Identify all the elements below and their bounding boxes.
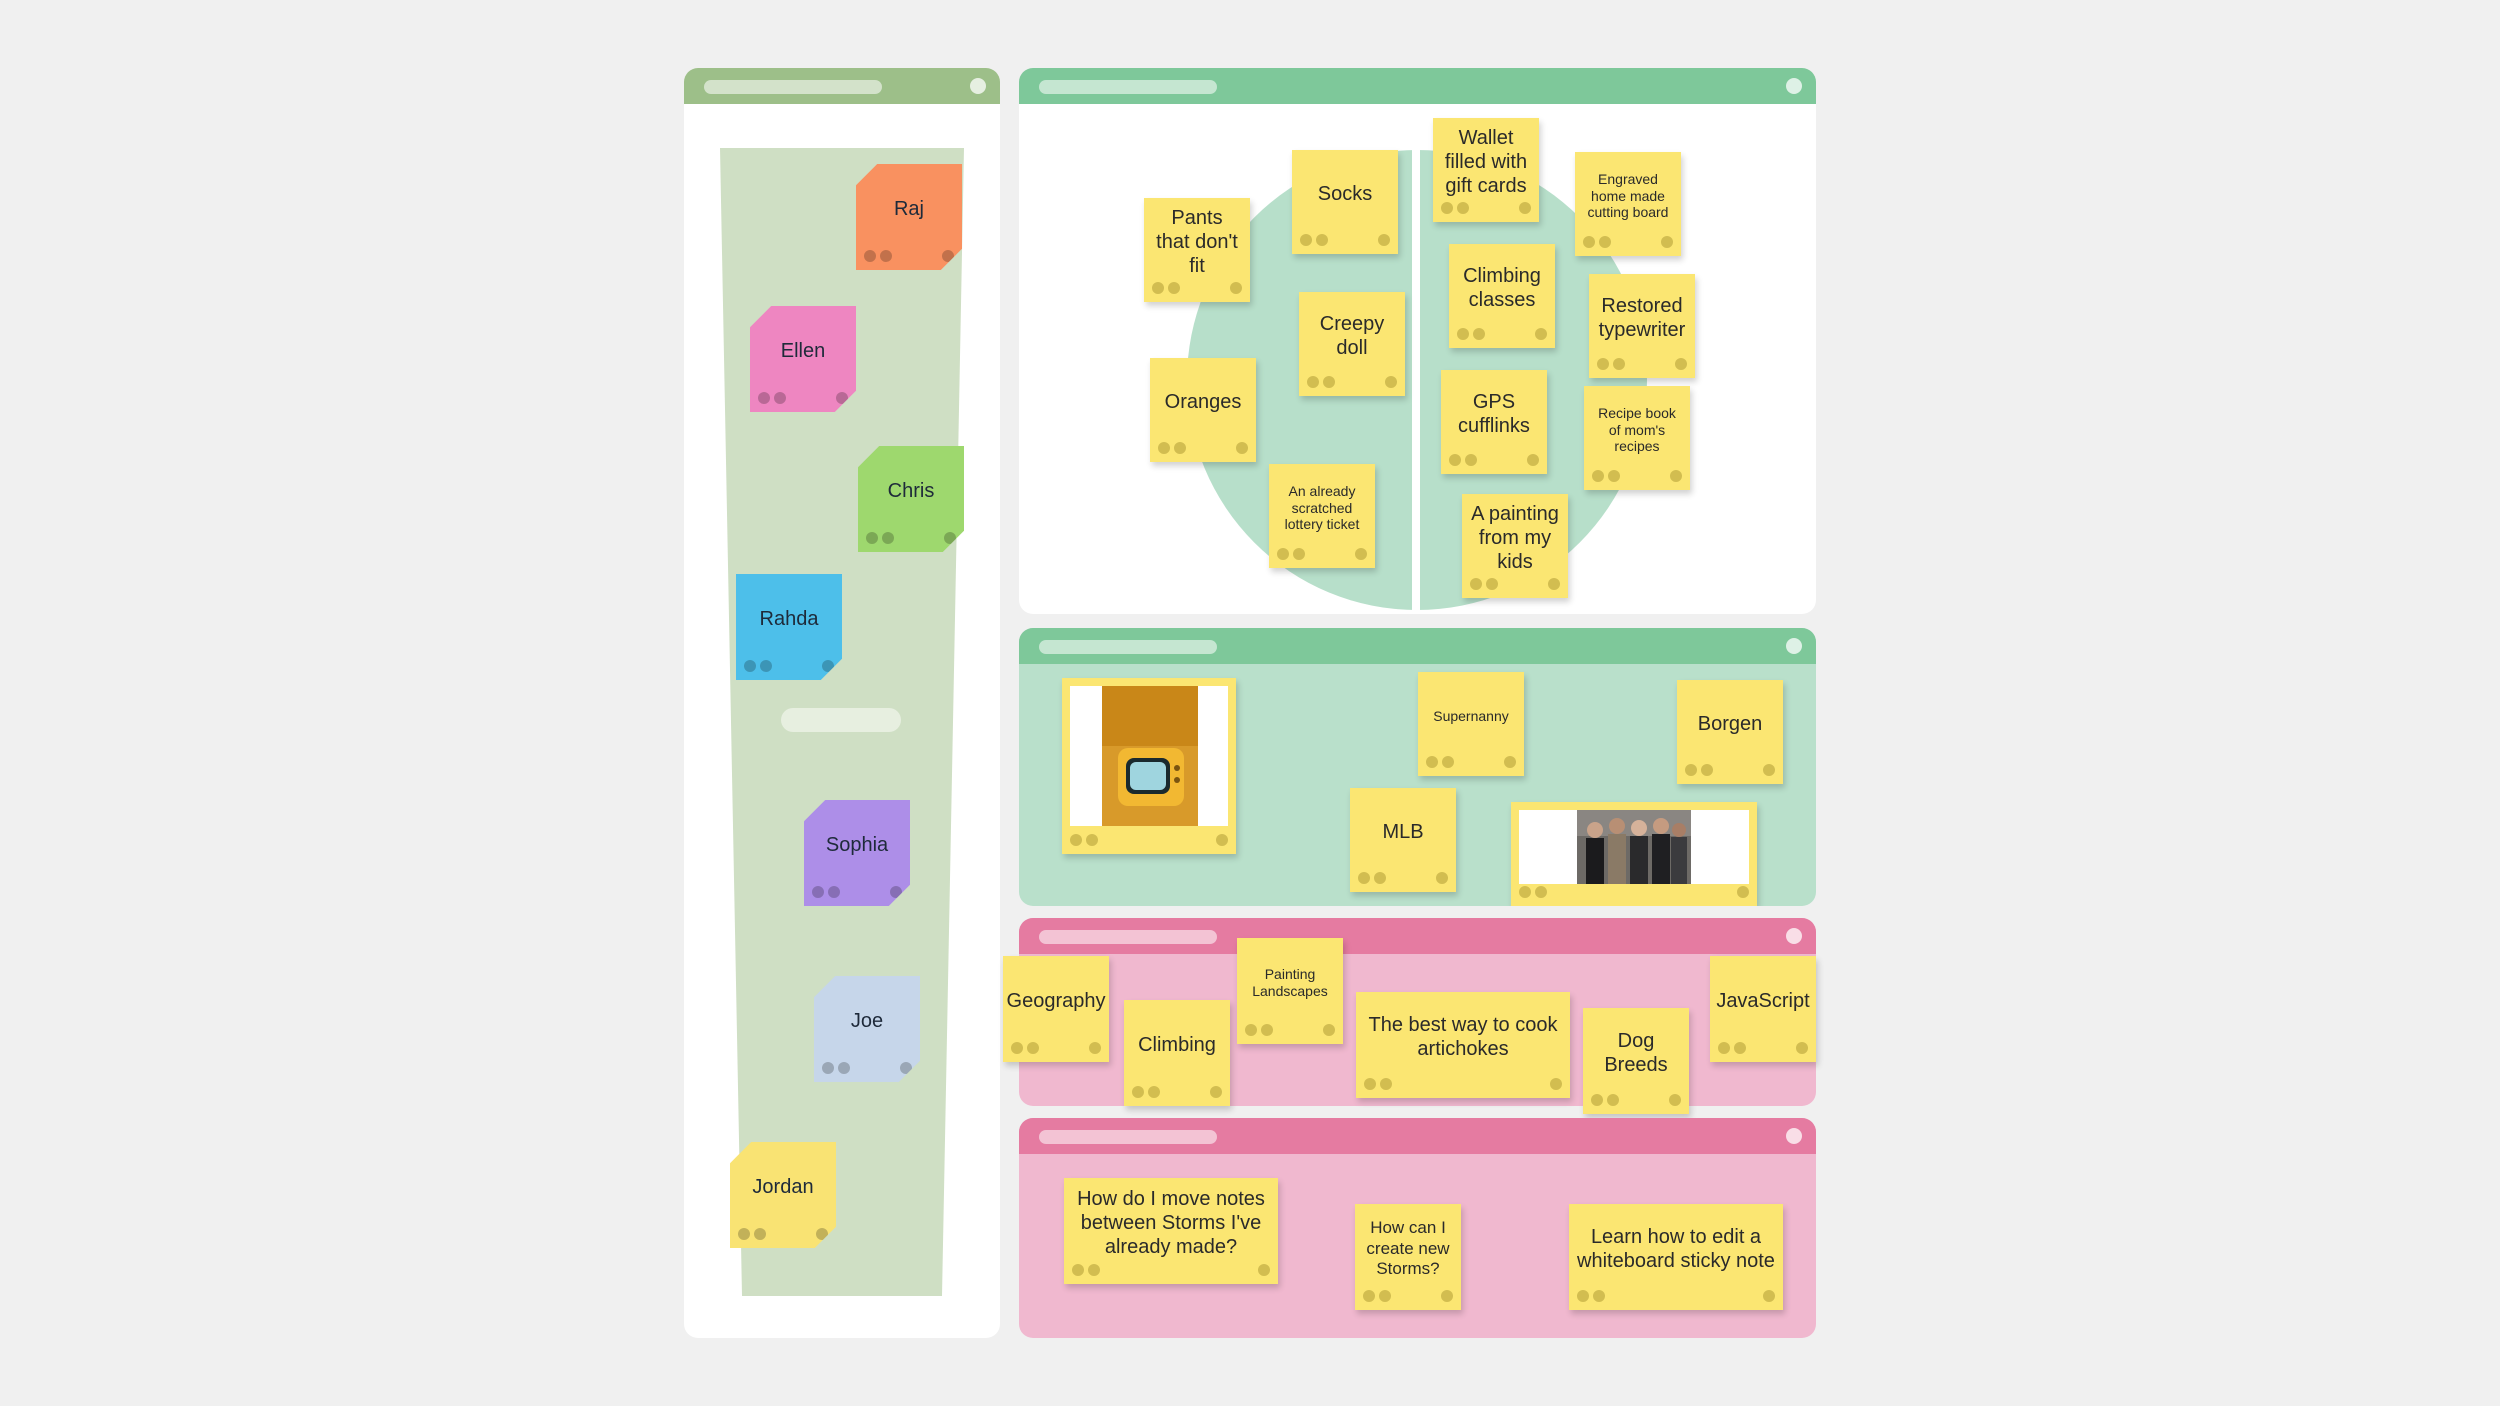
person-name: Ellen [780, 339, 826, 362]
panel-menu-icon[interactable] [1786, 638, 1802, 654]
show-note[interactable]: Supernanny [1418, 672, 1524, 776]
people-panel: Raj Ellen Chris Rahda Sophia Joe Jordan [684, 68, 1000, 1338]
note-dots [1277, 548, 1367, 560]
hobbies-panel-header[interactable] [1019, 918, 1816, 954]
person-note-joe[interactable]: Joe [814, 976, 920, 1082]
note-dots [1449, 454, 1539, 466]
panel-title-placeholder [704, 80, 882, 94]
note-dots [758, 392, 848, 404]
shows-panel: Supernanny Borgen MLB [1019, 628, 1816, 906]
note-dots [864, 250, 954, 262]
gift-note[interactable]: Recipe book of mom's recipes [1584, 386, 1690, 490]
hobby-note[interactable]: Dog Breeds [1583, 1008, 1689, 1114]
shows-panel-header[interactable] [1019, 628, 1816, 664]
note-dots [1685, 764, 1775, 776]
person-note-jordan[interactable]: Jordan [730, 1142, 836, 1248]
person-note-sophia[interactable]: Sophia [804, 800, 910, 906]
person-name: Raj [893, 197, 924, 220]
image-frame [1070, 686, 1228, 826]
note-dots [1597, 358, 1687, 370]
note-dots [1591, 1094, 1681, 1106]
gift-note[interactable]: Socks [1292, 150, 1398, 254]
panel-title-placeholder [1039, 1130, 1217, 1144]
note-dots [1070, 834, 1228, 846]
person-name: Joe [850, 1009, 884, 1032]
questions-panel: How do I move notes between Storms I've … [1019, 1118, 1816, 1338]
note-dots [1072, 1264, 1270, 1276]
question-note[interactable]: How do I move notes between Storms I've … [1064, 1178, 1278, 1284]
image-frame [1519, 810, 1749, 884]
note-dots [1152, 282, 1242, 294]
note-dots [1132, 1086, 1222, 1098]
note-dots [1358, 872, 1448, 884]
hobby-note[interactable]: Painting Landscapes [1237, 938, 1343, 1044]
note-dots [1158, 442, 1248, 454]
note-dots [1364, 1078, 1562, 1090]
gifts-circle [1187, 128, 1647, 614]
person-name: Jordan [752, 1175, 814, 1198]
note-dots [866, 532, 956, 544]
person-note-raj[interactable]: Raj [856, 164, 962, 270]
hobby-note[interactable]: The best way to cook artichokes [1356, 992, 1570, 1098]
person-name: Rahda [759, 607, 819, 630]
gift-note[interactable]: Climbing classes [1449, 244, 1555, 348]
note-dots [1300, 234, 1390, 246]
hobby-note[interactable]: Climbing [1124, 1000, 1230, 1106]
image-note-group-photo[interactable] [1511, 802, 1757, 906]
person-note-ellen[interactable]: Ellen [750, 306, 856, 412]
question-note[interactable]: How can I create new Storms? [1355, 1204, 1461, 1310]
panel-menu-icon[interactable] [970, 78, 986, 94]
gift-note[interactable]: Creepy doll [1299, 292, 1405, 396]
gift-note[interactable]: Restored typewriter [1589, 274, 1695, 378]
gift-note[interactable]: Pants that don't fit [1144, 198, 1250, 302]
note-dots [1583, 236, 1673, 248]
gift-note[interactable]: An already scratched lottery ticket [1269, 464, 1375, 568]
gifts-panel: Pants that don't fit Socks Creepy doll O… [1019, 68, 1816, 614]
note-dots [822, 1062, 912, 1074]
person-name: Chris [887, 479, 935, 502]
note-dots [1457, 328, 1547, 340]
note-dots [1577, 1290, 1775, 1302]
person-note-rahda[interactable]: Rahda [736, 574, 842, 680]
panel-menu-icon[interactable] [1786, 928, 1802, 944]
note-dots [812, 886, 902, 898]
gift-note[interactable]: Oranges [1150, 358, 1256, 462]
gift-note[interactable]: GPS cufflinks [1441, 370, 1547, 474]
hobby-note[interactable]: JavaScript [1710, 956, 1816, 1062]
note-dots [1441, 202, 1531, 214]
note-dots [1011, 1042, 1101, 1054]
people-panel-header[interactable] [684, 68, 1000, 104]
show-note[interactable]: MLB [1350, 788, 1456, 892]
note-dots [1718, 1042, 1808, 1054]
people-lane [720, 148, 964, 1296]
note-dots [744, 660, 834, 672]
tv-image [1070, 686, 1228, 826]
note-dots [738, 1228, 828, 1240]
question-note[interactable]: Learn how to edit a whiteboard sticky no… [1569, 1204, 1783, 1310]
show-note[interactable]: Borgen [1677, 680, 1783, 784]
gifts-panel-header[interactable] [1019, 68, 1816, 104]
note-dots [1426, 756, 1516, 768]
note-dots [1470, 578, 1560, 590]
panel-title-placeholder [1039, 930, 1217, 944]
note-dots [1519, 886, 1749, 898]
questions-panel-header[interactable] [1019, 1118, 1816, 1154]
gift-note[interactable]: Engraved home made cutting board [1575, 152, 1681, 256]
panel-title-placeholder [1039, 80, 1217, 94]
panel-title-placeholder [1039, 640, 1217, 654]
panel-menu-icon[interactable] [1786, 78, 1802, 94]
note-dots [1363, 1290, 1453, 1302]
hobby-note[interactable]: Geography [1003, 956, 1109, 1062]
gift-note[interactable]: Wallet filled with gift cards [1433, 118, 1539, 222]
gift-note[interactable]: A painting from my kids [1462, 494, 1568, 598]
person-note-chris[interactable]: Chris [858, 446, 964, 552]
note-dots [1245, 1024, 1335, 1036]
note-dots [1307, 376, 1397, 388]
person-name: Sophia [825, 833, 889, 856]
group-photo [1519, 810, 1749, 884]
lane-divider-placeholder [781, 708, 901, 732]
note-dots [1592, 470, 1682, 482]
image-note-tv[interactable] [1062, 678, 1236, 854]
panel-menu-icon[interactable] [1786, 1128, 1802, 1144]
